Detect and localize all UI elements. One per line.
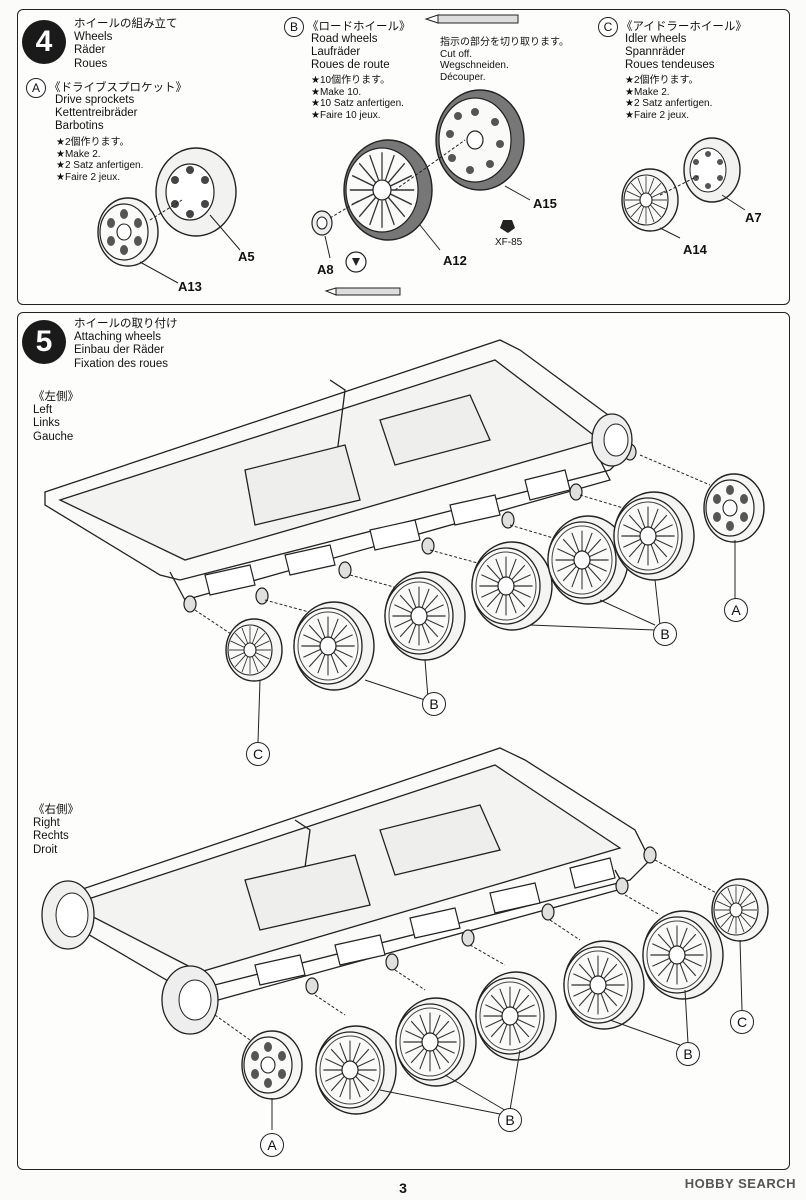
hub-cap-a8 <box>311 210 333 236</box>
cut-off-note: 指示の部分を切り取ります。Cut off. Wegschneiden.Décou… <box>440 37 569 83</box>
road-wheel-right-1 <box>316 1026 396 1114</box>
road-wheel-inner-a15 <box>435 89 525 191</box>
leader-line-a13 <box>139 261 179 284</box>
assembly-arrows-right <box>214 859 721 1041</box>
road-wheel-right-3 <box>476 972 556 1060</box>
sprocket-ring-a5 <box>155 147 237 237</box>
assembly-arrow <box>659 174 701 196</box>
sprocket-right-mount <box>161 965 219 1035</box>
road-wheels-note: ★10個作ります。★Make 10. ★10 Satz anfertigen.★… <box>311 75 404 121</box>
callout-a-right: A <box>260 1133 284 1157</box>
suspension-arms-left <box>183 443 637 613</box>
road-wheel-right-5 <box>643 911 723 999</box>
drive-sprockets-title: Drive sprockets Kettentreibräder Barboti… <box>55 94 138 133</box>
paint-marker-icon <box>500 220 515 233</box>
road-wheel-right-4 <box>564 941 644 1029</box>
road-wheels-heading: B《ロードホイール》 <box>284 17 411 37</box>
road-wheel-left-3 <box>472 542 552 630</box>
sprocket-left-mount <box>591 413 633 467</box>
hull-right <box>49 747 651 1006</box>
road-wheel-outer-a12 <box>343 139 433 241</box>
callout-b-right-1: B <box>498 1108 522 1132</box>
tag-b: B <box>284 17 304 37</box>
road-wheel-left-2 <box>385 572 465 660</box>
leader-line-a12 <box>419 224 441 251</box>
callout-b-left-2: B <box>653 622 677 646</box>
part-label-a15: A15 <box>533 196 557 211</box>
callout-leaders-left <box>257 540 736 743</box>
road-wheel-right-2 <box>396 998 476 1086</box>
step5-number: 5 <box>22 320 66 364</box>
leader-line-a8 <box>324 235 331 259</box>
leader-line-a14 <box>659 227 681 239</box>
leader-line-a5 <box>209 214 241 251</box>
hobby-knife-icon <box>324 14 519 296</box>
idler-wheel-right <box>712 879 768 941</box>
idler-wheels-title: Idler wheels Spannräder Roues tendeuses <box>625 33 715 72</box>
road-wheel-left-1 <box>294 602 374 690</box>
callout-leaders-right <box>271 939 743 1130</box>
drive-sprockets-note: ★2個作ります。★Make 2. ★2 Satz anfertigen.★Fai… <box>56 137 144 183</box>
part-label-a13: A13 <box>178 279 202 294</box>
callout-c-left: C <box>246 742 270 766</box>
drive-sprockets-heading: A《ドライブスプロケット》 <box>26 78 187 98</box>
part-label-a12: A12 <box>443 253 467 268</box>
step4-number: 4 <box>22 20 66 64</box>
cut-detail-icon <box>345 251 367 273</box>
sprocket-wheel-left <box>703 473 765 543</box>
callout-a-left: A <box>724 598 748 622</box>
suspension-arms-right <box>254 846 657 995</box>
callout-b-left-1: B <box>422 692 446 716</box>
tag-a: A <box>26 78 46 98</box>
idler-wheels-note: ★2個作ります。★Make 2. ★2 Satz anfertigen.★Fai… <box>625 75 713 121</box>
idler-wheel-left <box>226 619 282 681</box>
part-label-a14: A14 <box>683 242 707 257</box>
leader-line-a15 <box>504 185 531 201</box>
part-label-a7: A7 <box>745 210 762 225</box>
part-label-a5: A5 <box>238 249 255 264</box>
assembly-arrow <box>394 139 466 191</box>
assembly-arrow <box>329 199 361 219</box>
part-label-a8: A8 <box>317 262 334 277</box>
sprocket-wheel-right <box>241 1030 303 1100</box>
rear-idler-right <box>41 880 95 950</box>
road-wheel-left-5 <box>614 492 694 580</box>
idler-wheels-heading: C《アイドラーホイール》 <box>598 17 747 37</box>
leader-line-a7 <box>721 194 746 211</box>
callout-c-right: C <box>730 1010 754 1034</box>
page-number: 3 <box>399 1180 407 1196</box>
tag-c: C <box>598 17 618 37</box>
paint-code-xf85: XF-85 <box>495 237 523 248</box>
road-wheels-title: Road wheels Laufräder Roues de route <box>311 33 390 72</box>
idler-rim-a7 <box>683 137 741 203</box>
assembly-arrow <box>149 199 183 221</box>
watermark: HOBBY SEARCH <box>684 1176 796 1191</box>
callout-b-right-2: B <box>676 1042 700 1066</box>
